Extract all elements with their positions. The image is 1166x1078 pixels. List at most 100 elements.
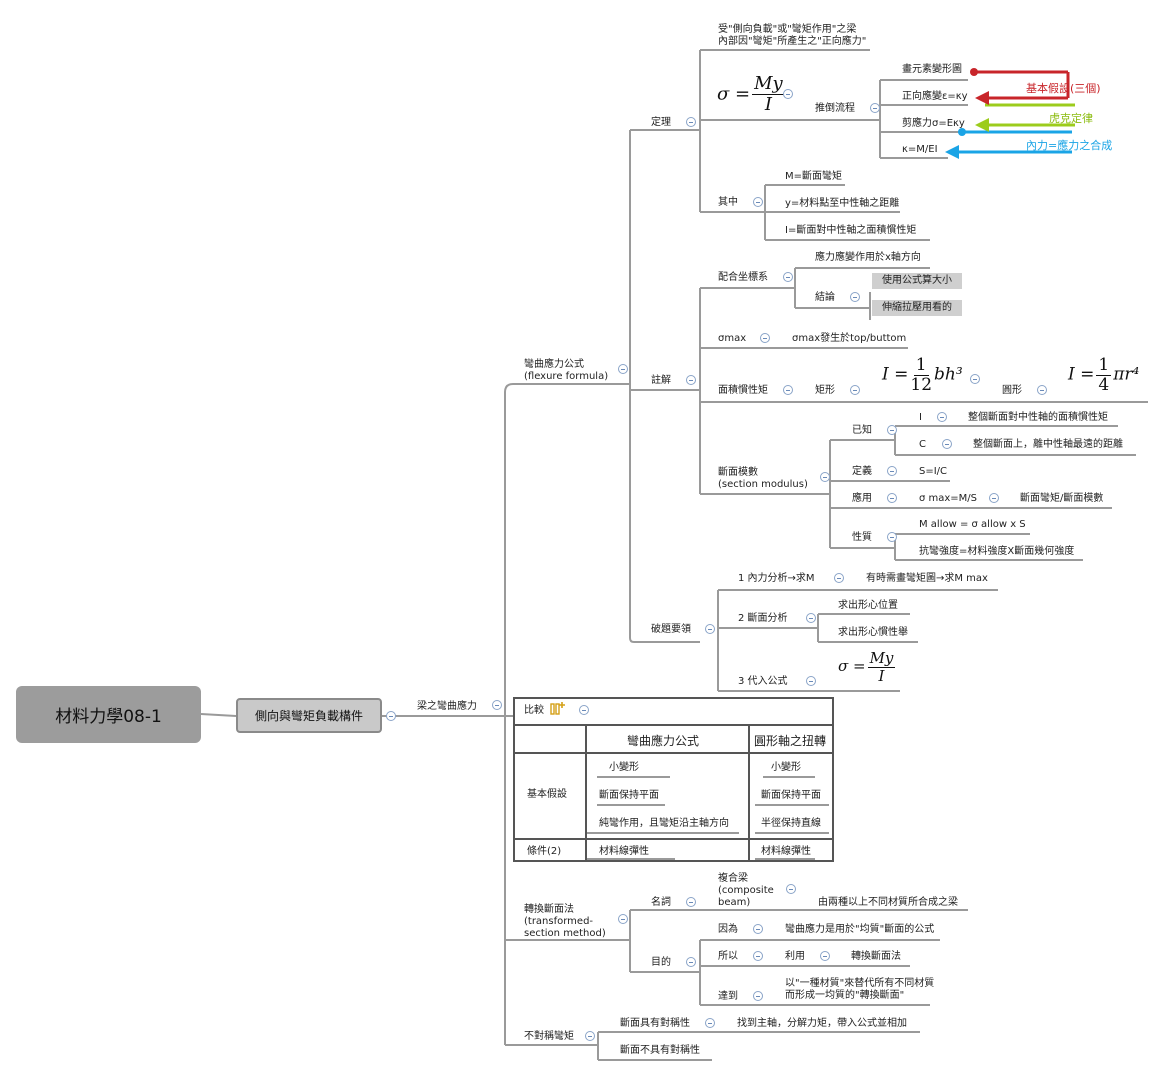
topic-purpose[interactable]: 目的 [651, 957, 671, 968]
collapse-icon[interactable] [705, 624, 715, 634]
reach-value[interactable]: 以"一種材質"來替代所有不同材質 而形成一均質的"轉換斷面" [785, 978, 935, 1001]
because-value[interactable]: 彎曲應力是用於"均質"斷面的公式 [785, 924, 935, 935]
torsion-assumption[interactable]: 斷面保持平面 [761, 790, 821, 801]
collapse-icon[interactable] [753, 991, 763, 1001]
comparison-table[interactable]: 比較 彎曲應力公式 圓形軸之扭轉 基本假設 小變形 斷面保持平面 純彎作用，且彎… [513, 697, 834, 862]
topic-transformed-section[interactable]: 轉換斷面法 (transformed- section method) [524, 904, 606, 939]
collapse-icon[interactable] [820, 951, 830, 961]
collapse-icon[interactable] [686, 375, 696, 385]
collapse-icon[interactable] [618, 914, 628, 924]
collapse-icon[interactable] [887, 466, 897, 476]
property-item[interactable]: 抗彎強度=材料強度X斷面幾何強度 [919, 546, 1075, 557]
topic-sigma-max[interactable]: σmax [718, 333, 747, 344]
property-item[interactable]: M allow = σ allow x S [919, 519, 1026, 530]
so-value[interactable]: 利用 [785, 951, 805, 962]
tip-step[interactable]: 2 斷面分析 [738, 613, 788, 624]
collapse-icon[interactable] [686, 897, 696, 907]
torsion-condition[interactable]: 材料線彈性 [761, 846, 811, 857]
where-item[interactable]: I=斷面對中性軸之面積慣性矩 [785, 225, 917, 236]
composite-beam-desc[interactable]: 由兩種以上不同材質所合成之梁 [818, 897, 958, 908]
topic-asymmetric-bending[interactable]: 不對稱彎矩 [524, 1031, 574, 1042]
bending-assumption[interactable]: 小變形 [609, 762, 639, 773]
definition-desc[interactable]: 受"側向負載"或"彎矩作用"之梁 內部因"彎矩"所產生之"正向應力" [718, 24, 867, 47]
topic-solving-tips[interactable]: 破題要領 [651, 624, 691, 635]
topic-moment-of-inertia[interactable]: 面積慣性矩 [718, 385, 768, 396]
tip-step[interactable]: 3 代入公式 [738, 676, 788, 687]
tip-sub[interactable]: 求出形心位置 [838, 600, 898, 611]
collapse-icon[interactable] [1037, 385, 1047, 395]
collapse-icon[interactable] [970, 374, 980, 384]
collapse-icon[interactable] [989, 493, 999, 503]
topic-lateral-load-members[interactable]: 側向與彎矩負載構件 [236, 698, 382, 733]
topic-nonsymmetric[interactable]: 斷面不具有對稱性 [620, 1045, 700, 1056]
collapse-icon[interactable] [887, 425, 897, 435]
derivation-step[interactable]: 正向應變ε=κy [902, 91, 968, 102]
collapse-icon[interactable] [850, 292, 860, 302]
known-key[interactable]: I [919, 412, 922, 423]
collapse-icon[interactable] [753, 951, 763, 961]
collapse-icon[interactable] [783, 385, 793, 395]
known-value[interactable]: 整個斷面對中性軸的面積慣性矩 [968, 412, 1108, 423]
root-topic[interactable]: 材料力學08-1 [16, 686, 201, 743]
torsion-assumption[interactable]: 小變形 [771, 762, 801, 773]
tip-step[interactable]: 1 內力分析→求M [738, 573, 815, 584]
topic-noun[interactable]: 名詞 [651, 897, 671, 908]
topic-coordinate[interactable]: 配合坐標系 [718, 272, 768, 283]
collapse-icon[interactable] [786, 884, 796, 894]
torsion-assumption[interactable]: 半徑保持直線 [761, 818, 821, 829]
collapse-icon[interactable] [937, 412, 947, 422]
topic-application[interactable]: 應用 [852, 493, 872, 504]
collapse-icon[interactable] [386, 711, 396, 721]
tip-sub[interactable]: 有時需畫彎矩圖→求M max [866, 573, 988, 584]
bending-condition[interactable]: 材料線彈性 [599, 846, 649, 857]
collapse-icon[interactable] [686, 957, 696, 967]
topic-definition[interactable]: 定理 [651, 117, 671, 128]
compare-label[interactable]: 比較 [524, 705, 544, 716]
collapse-icon[interactable] [942, 439, 952, 449]
topic-section-modulus[interactable]: 斷面模數 (section modulus) [718, 467, 808, 490]
collapse-icon[interactable] [834, 573, 844, 583]
collapse-icon[interactable] [753, 197, 763, 207]
so-value-2[interactable]: 轉換斷面法 [851, 951, 901, 962]
topic-beam-stress[interactable]: 梁之彎曲應力 [417, 701, 477, 712]
bending-assumption[interactable]: 斷面保持平面 [599, 790, 659, 801]
collapse-icon[interactable] [806, 676, 816, 686]
sigma-max-location[interactable]: σmax發生於top/buttom [792, 333, 907, 344]
collapse-icon[interactable] [820, 472, 830, 482]
topic-conclusion[interactable]: 結論 [815, 292, 835, 303]
derivation-step[interactable]: 畫元素變形圖 [902, 64, 962, 75]
definition-s-value[interactable]: S=I/C [919, 466, 948, 477]
collapse-icon[interactable] [870, 103, 880, 113]
application-value[interactable]: σ max=M/S [919, 493, 978, 504]
topic-rectangle[interactable]: 矩形 [815, 385, 835, 396]
collapse-icon[interactable] [618, 364, 628, 374]
symmetric-value[interactable]: 找到主軸，分解力矩，帶入公式並相加 [737, 1018, 907, 1029]
known-value[interactable]: 整個斷面上，離中性軸最遠的距離 [973, 439, 1123, 450]
known-key[interactable]: C [919, 439, 926, 450]
collapse-icon[interactable] [760, 333, 770, 343]
application-value-2[interactable]: 斷面彎矩/斷面模數 [1020, 493, 1104, 504]
collapse-icon[interactable] [887, 532, 897, 542]
collapse-icon[interactable] [783, 89, 793, 99]
topic-properties[interactable]: 性質 [852, 532, 872, 543]
topic-where[interactable]: 其中 [718, 197, 738, 208]
collapse-icon[interactable] [705, 1018, 715, 1028]
topic-so[interactable]: 所以 [718, 951, 738, 962]
collapse-icon[interactable] [492, 700, 502, 710]
collapse-icon[interactable] [783, 272, 793, 282]
collapse-icon[interactable] [850, 385, 860, 395]
conclusion-item[interactable]: 伸縮拉壓用看的 [872, 300, 962, 316]
topic-reach[interactable]: 達到 [718, 991, 738, 1002]
topic-derivation[interactable]: 推倒流程 [815, 103, 855, 114]
topic-notes[interactable]: 註解 [651, 375, 671, 386]
collapse-icon[interactable] [585, 1031, 595, 1041]
topic-circle[interactable]: 圓形 [1002, 385, 1022, 396]
derivation-step[interactable]: κ=M/EI [902, 144, 938, 155]
derivation-step[interactable]: 剪應力σ=Eκy [902, 118, 965, 129]
collapse-icon[interactable] [579, 705, 589, 715]
collapse-icon[interactable] [806, 613, 816, 623]
